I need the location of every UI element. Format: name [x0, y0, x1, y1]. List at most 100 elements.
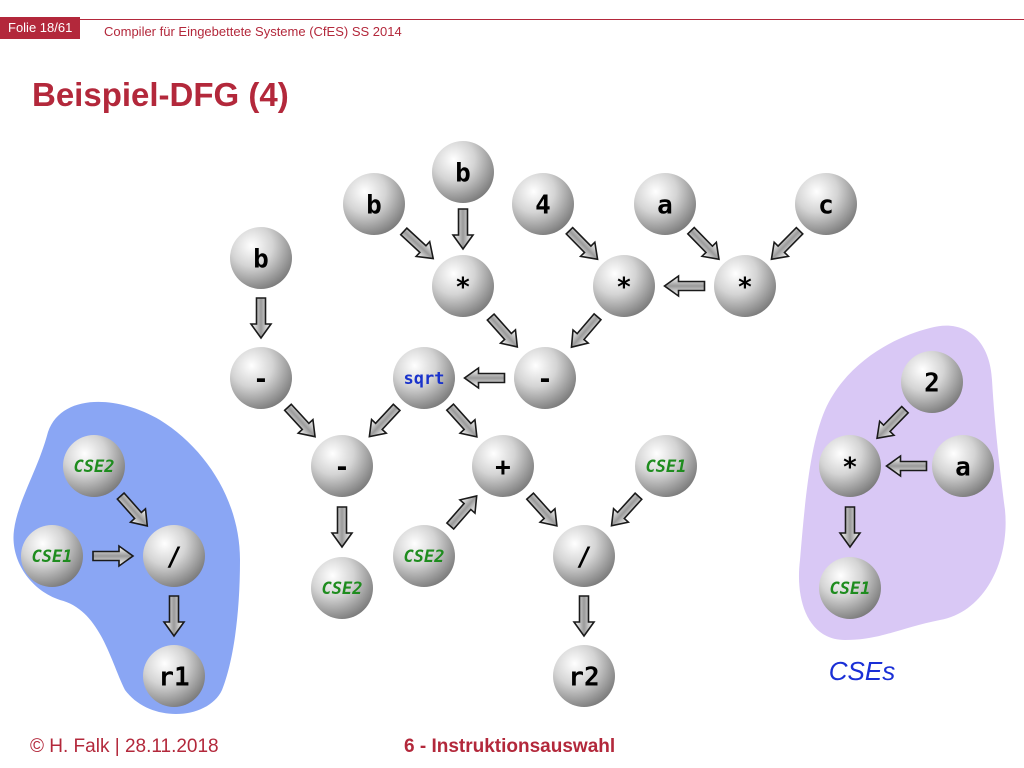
- node-a_r: a: [932, 435, 994, 497]
- arrow-sub2-to-sqrt: [463, 366, 506, 390]
- node-circle: [143, 525, 205, 587]
- node-circle: [901, 351, 963, 413]
- node-circle: [230, 227, 292, 289]
- node-div1: /: [143, 525, 205, 587]
- node-mul3: *: [714, 255, 776, 317]
- arrow-add-to-div2: [525, 491, 558, 527]
- node-circle: [343, 173, 405, 235]
- node-c_top: c: [795, 173, 857, 235]
- node-add: +: [472, 435, 534, 497]
- node-circle: [393, 347, 455, 409]
- header-rule: [0, 19, 1024, 20]
- node-circle: [635, 435, 697, 497]
- slide-counter: Folie 18/61: [0, 17, 81, 39]
- node-circle: [432, 255, 494, 317]
- arrow-cse2_in-to-add: [445, 494, 478, 531]
- node-circle: [512, 173, 574, 235]
- node-b_mul: b: [343, 173, 405, 235]
- node-label: CSE1: [32, 547, 73, 567]
- node-label: c: [818, 190, 834, 220]
- node-circle: [795, 173, 857, 235]
- slide-title: Beispiel-DFG (4): [32, 76, 289, 113]
- node-circle: [230, 347, 292, 409]
- node-a_top: a: [634, 173, 696, 235]
- arrow-cse1_l-to-div1: [92, 544, 135, 568]
- node-label: a: [955, 452, 971, 482]
- arrow-mul1-to-sub2: [486, 312, 519, 348]
- node-div2: /: [553, 525, 615, 587]
- node-circle: [432, 141, 494, 203]
- node-label: r2: [568, 662, 599, 692]
- node-label: +: [495, 452, 511, 482]
- arrow-div2-to-r2: [572, 595, 596, 638]
- node-label: b: [455, 158, 471, 188]
- arrow-a_r-to-mul4: [885, 454, 928, 478]
- node-circle: [311, 557, 373, 619]
- node-label: -: [537, 364, 553, 394]
- node-two: 2: [901, 351, 963, 413]
- node-cse2_in: CSE2: [393, 525, 455, 587]
- node-circle: [21, 525, 83, 587]
- node-circle: [311, 435, 373, 497]
- node-label: *: [455, 272, 471, 302]
- cse-legend-label: CSEs: [829, 656, 895, 686]
- node-mul4: *: [819, 435, 881, 497]
- node-label: CSE2: [404, 547, 445, 567]
- node-label: 2: [924, 368, 940, 398]
- arrow-two-to-mul4: [876, 405, 910, 440]
- arrow-a_top-to-mul3: [686, 226, 720, 261]
- node-label: CSE2: [74, 457, 115, 477]
- node-circle: [553, 525, 615, 587]
- node-label: CSE1: [646, 457, 687, 477]
- node-label: r1: [158, 662, 189, 692]
- arrow-div1-to-r1: [162, 595, 186, 638]
- node-mul1: *: [432, 255, 494, 317]
- node-four: 4: [512, 173, 574, 235]
- node-label: *: [616, 272, 632, 302]
- arrow-mul4-to-cse1_out: [838, 506, 862, 549]
- node-mul2: *: [593, 255, 655, 317]
- node-circle: [472, 435, 534, 497]
- arrow-cse1_mid-to-div2: [610, 492, 643, 527]
- node-circle: [634, 173, 696, 235]
- node-circle: [553, 645, 615, 707]
- node-circle: [393, 525, 455, 587]
- node-circle: [819, 435, 881, 497]
- node-cse1_out: CSE1: [819, 557, 881, 619]
- arrow-mul2-to-sub2: [570, 312, 603, 349]
- node-label: /: [576, 542, 592, 572]
- arrow-b_mul-to-mul1: [399, 227, 435, 260]
- course-title: Compiler für Eingebettete Systeme (CfES)…: [104, 24, 402, 39]
- node-circle: [819, 557, 881, 619]
- arrow-c_top-to-mul3: [770, 226, 804, 261]
- arrow-sub1-to-cse2_out: [330, 506, 354, 549]
- node-cse1_mid: CSE1: [635, 435, 697, 497]
- node-sqrt: sqrt: [393, 347, 455, 409]
- node-label: *: [842, 452, 858, 482]
- node-r1: r1: [143, 645, 205, 707]
- node-label: -: [334, 452, 350, 482]
- node-label: 4: [535, 190, 551, 220]
- footer-chapter: 6 - Instruktionsauswahl: [404, 736, 616, 757]
- footer-author-date: © H. Falk | 28.11.2018: [30, 736, 219, 757]
- node-label: /: [166, 542, 182, 572]
- node-b_top: b: [432, 141, 494, 203]
- node-r2: r2: [553, 645, 615, 707]
- node-cse1_l: CSE1: [21, 525, 83, 587]
- node-circle: [593, 255, 655, 317]
- arrow-four-to-mul2: [565, 226, 599, 261]
- node-label: -: [253, 364, 269, 394]
- node-cse2_out: CSE2: [311, 557, 373, 619]
- node-cse2_l: CSE2: [63, 435, 125, 497]
- node-neg: -: [230, 347, 292, 409]
- node-label: b: [253, 244, 269, 274]
- arrow-b_top-to-mul1: [451, 208, 475, 251]
- arrow-neg-to-sub1: [283, 403, 316, 438]
- node-label: CSE2: [322, 579, 363, 599]
- arrow-sqrt-to-sub1: [368, 403, 402, 438]
- node-circle: [932, 435, 994, 497]
- node-circle: [143, 645, 205, 707]
- node-circle: [714, 255, 776, 317]
- node-label: *: [737, 272, 753, 302]
